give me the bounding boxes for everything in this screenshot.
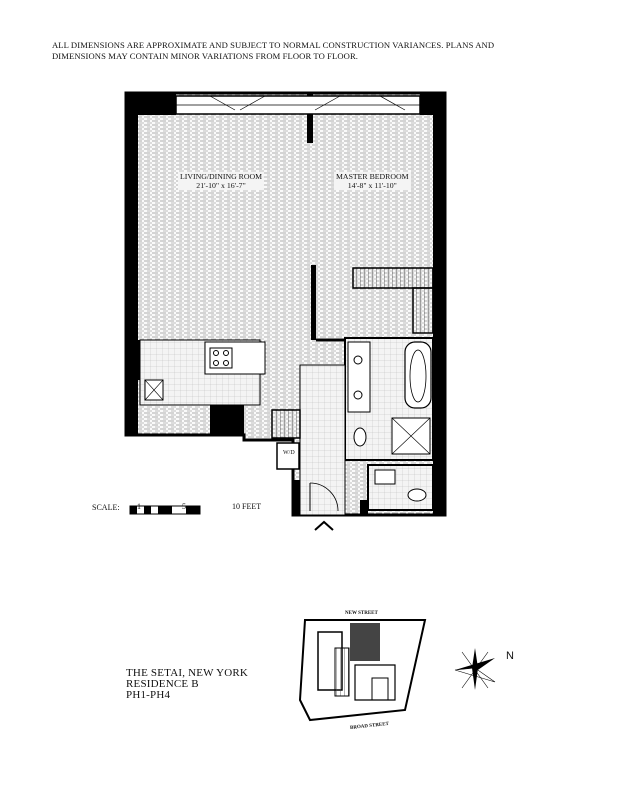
north-label: N [506,650,514,662]
bedroom-dims: 14'-8" x 11'-10" [347,181,397,190]
living-room-dims: 21'-10" x 16'-7" [196,181,246,190]
disclaimer-text: ALL DIMENSIONS ARE APPROXIMATE AND SUBJE… [52,40,495,61]
scale-label: SCALE: [92,503,120,512]
washer-dryer-label: W/D [283,450,295,456]
compass-icon [454,648,496,690]
scale-tick-5: 5 [182,502,186,511]
bedroom-name: MASTER BEDROOM [336,172,409,181]
floors-range: PH1-PH4 [126,689,171,701]
scale-tick-10: 10 FEET [232,502,262,511]
living-room-name: LIVING/DINING ROOM [180,172,263,181]
scale-tick-1: 1 [137,502,141,511]
residence-name: RESIDENCE B [126,678,199,690]
room-label-bedroom: MASTER BEDROOM 14'-8" x 11'-10" [334,172,411,190]
room-label-living: LIVING/DINING ROOM 21'-10" x 16'-7" [178,172,265,190]
street-label-top: NEW STREET [345,611,378,616]
building-caption: THE SETAI, NEW YORK RESIDENCE B PH1-PH4 [126,668,248,701]
building-name: THE SETAI, NEW YORK [126,667,249,679]
